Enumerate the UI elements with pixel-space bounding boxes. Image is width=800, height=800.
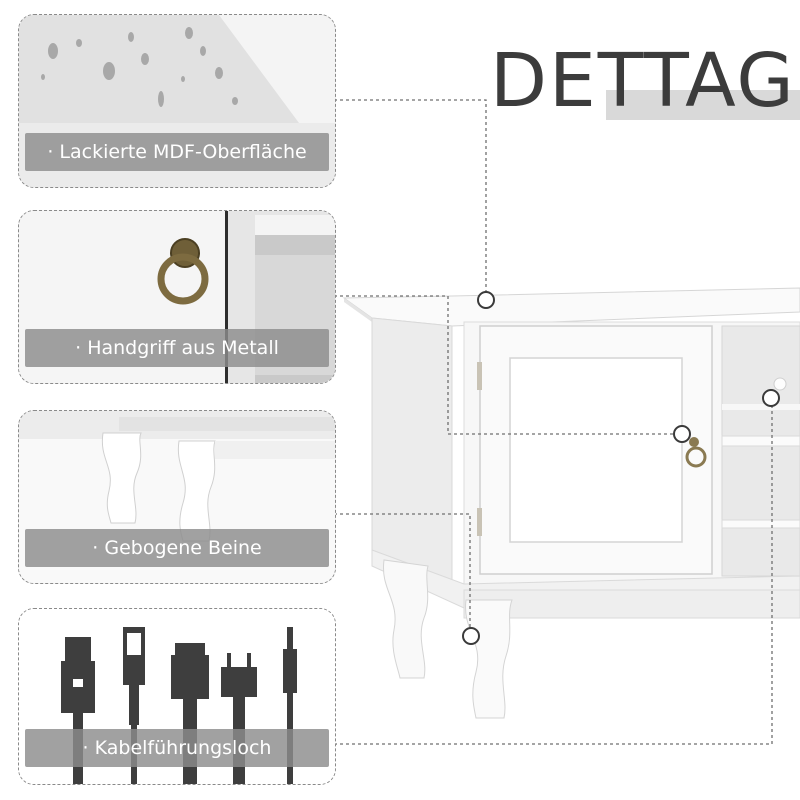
- detail-panel-cable-hole: · Kabelführungsloch: [18, 608, 336, 785]
- caption-handle: · Handgriff aus Metall: [25, 329, 329, 367]
- detail-panel-legs: · Gebogene Beine: [18, 410, 336, 584]
- page-title: DETTAGL: [490, 38, 800, 124]
- caption-legs: · Gebogene Beine: [25, 529, 329, 567]
- detail-panel-handle: · Handgriff aus Metall: [18, 210, 336, 384]
- caption-surface: · Lackierte MDF-Oberfläche: [25, 133, 329, 171]
- caption-cable-hole: · Kabelführungsloch: [25, 729, 329, 767]
- title-highlight-band: [606, 90, 800, 120]
- detail-panel-surface: · Lackierte MDF-Oberfläche: [18, 14, 336, 188]
